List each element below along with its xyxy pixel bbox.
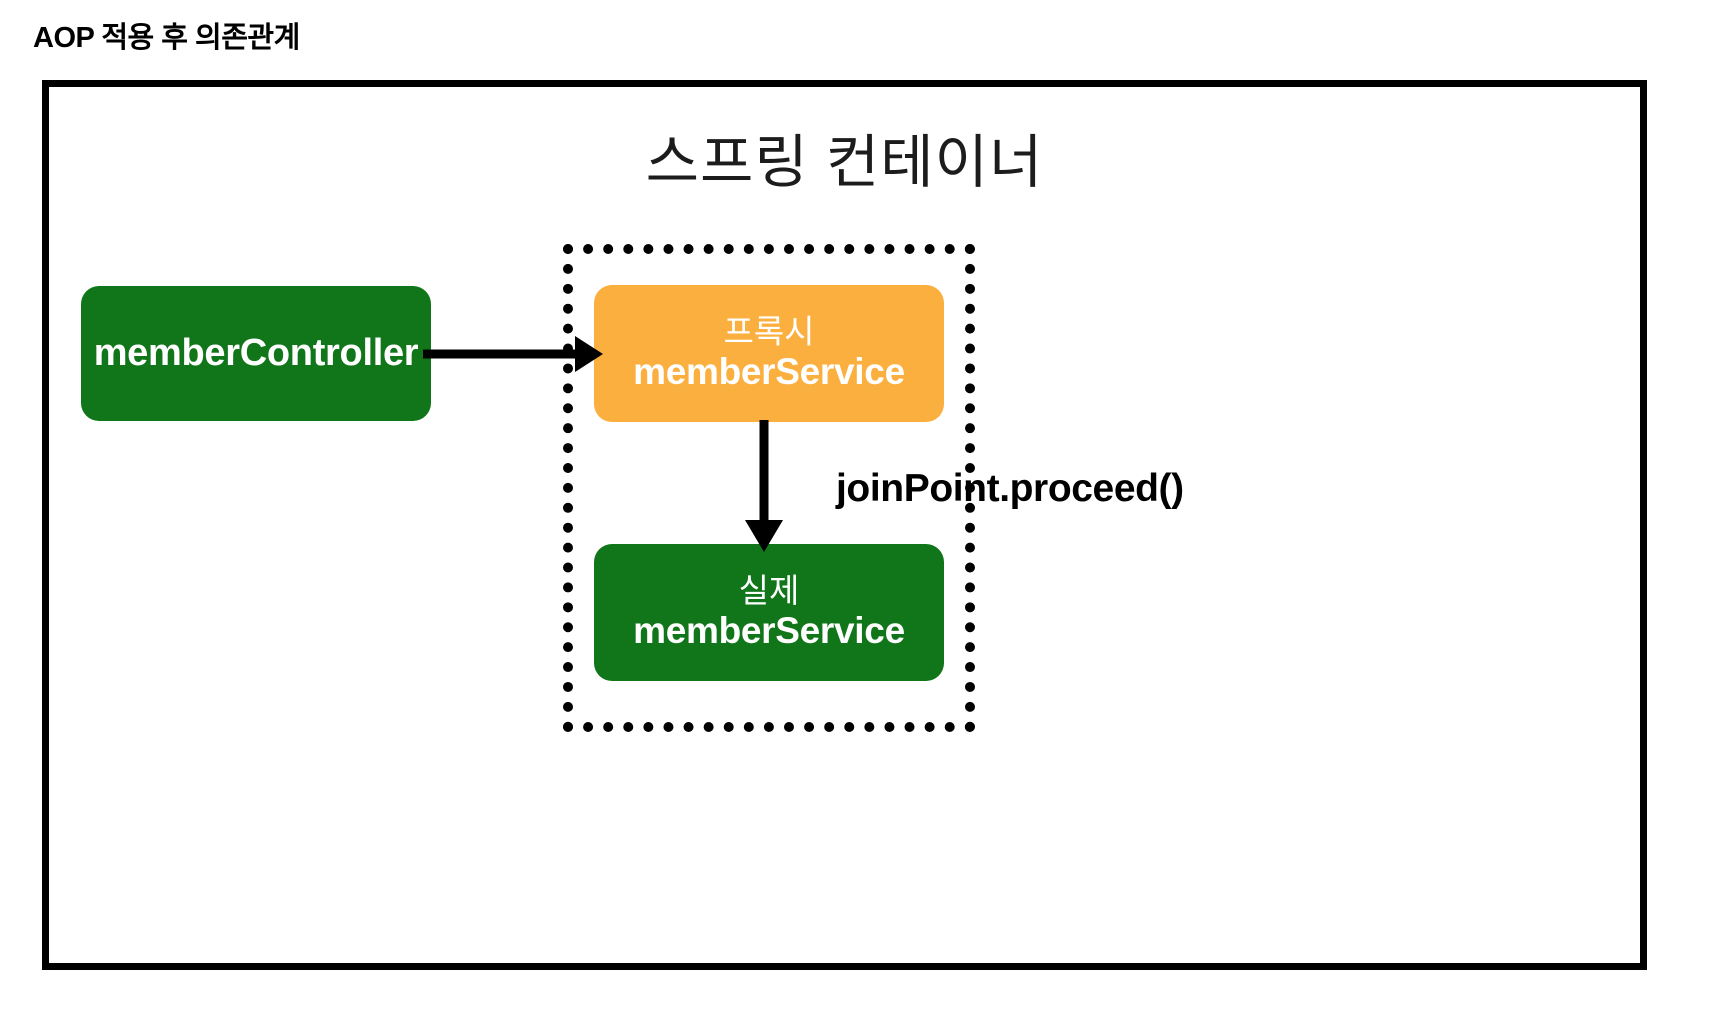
page-title: AOP 적용 후 의존관계 <box>33 22 300 54</box>
node-real-member-service-kicker: 실제 <box>738 572 800 610</box>
node-proxy-member-service-kicker: 프록시 <box>723 313 815 351</box>
spring-container-title: 스프링 컨테이너 <box>645 130 1044 195</box>
spring-container-frame: 스프링 컨테이너 memberController 프록시 memberServ… <box>42 80 1647 970</box>
node-member-controller-label: memberController <box>93 332 419 375</box>
arrow-head <box>745 520 783 552</box>
node-real-member-service-label: memberService <box>633 610 905 652</box>
arrow-head <box>575 336 603 372</box>
arrow-proxy-to-real-icon <box>745 420 783 552</box>
joinpoint-proceed-label: joinPoint.proceed() <box>836 467 1184 510</box>
proxy-dotted-region <box>563 244 975 732</box>
arrow-controller-to-proxy-icon <box>423 336 603 372</box>
node-real-member-service: 실제 memberService <box>594 544 944 681</box>
node-proxy-member-service-label: memberService <box>633 351 905 393</box>
node-proxy-member-service: 프록시 memberService <box>594 285 944 422</box>
node-member-controller: memberController <box>81 286 431 421</box>
